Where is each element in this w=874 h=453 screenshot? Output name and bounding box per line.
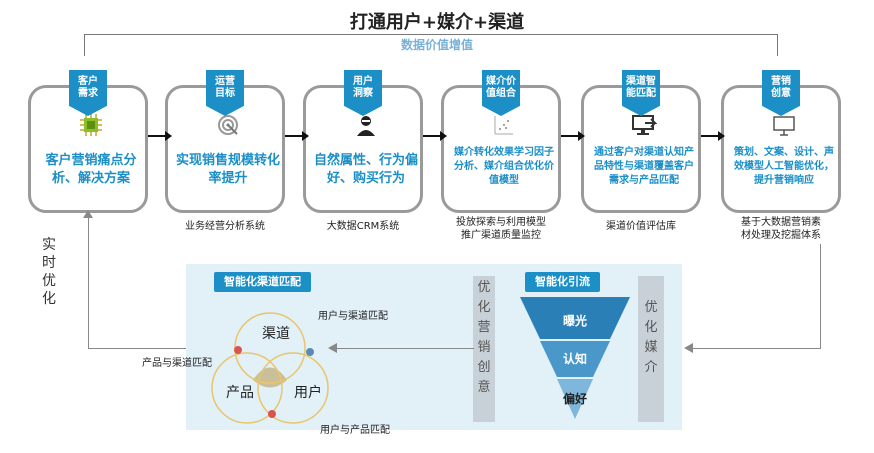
- top-bracket-line: [84, 34, 778, 56]
- target-icon: [168, 114, 288, 141]
- channel-match-badge: 智能化渠道匹配: [214, 272, 311, 292]
- venn-left-label: 产品: [226, 385, 254, 401]
- diagram-title: 打通用户+媒介+渠道: [349, 12, 525, 33]
- flow-arrow: [285, 131, 309, 141]
- flow-tag-label: 客户 需求: [78, 76, 98, 99]
- card-caption: 业务经营分析系统: [185, 221, 265, 232]
- flow-tag: 渠道智 能匹配: [622, 70, 660, 116]
- traffic-badge: 智能化引流: [525, 272, 600, 292]
- arrow-left-icon: [684, 343, 693, 353]
- flow-arrow: [423, 131, 447, 141]
- user-product-note: 用户与产品匹配: [320, 425, 390, 436]
- flow-tag-label: 运营 目标: [215, 76, 235, 99]
- creative-optimize-label: 优化营销创意: [477, 280, 491, 395]
- flow-tag: 客户 需求: [69, 70, 107, 116]
- funnel-level-1: 曝光: [562, 314, 587, 328]
- person-icon: [306, 114, 426, 141]
- flow-arrow: [701, 131, 725, 141]
- funnel-level-2: 认知: [562, 352, 587, 366]
- card-caption: 大数据CRM系统: [326, 221, 400, 232]
- flow-tag: 媒介价 值组合: [482, 70, 520, 116]
- diagram-subtitle: 数据价值增值: [400, 38, 473, 52]
- feedback-line-right: [820, 244, 821, 349]
- flow-arrow: [148, 131, 172, 141]
- feedback-line-right-h: [692, 348, 821, 349]
- funnel-level-3: 偏好: [562, 392, 587, 406]
- product-channel-note: 产品与渠道匹配: [142, 358, 212, 369]
- flow-tag-label: 媒介价 值组合: [486, 76, 516, 99]
- venn-right-label: 用户: [294, 385, 322, 401]
- card-caption: 投放探索与利用模型 推广渠道质量监控: [456, 217, 546, 241]
- creative-strip: [473, 276, 495, 422]
- media-strip: [638, 276, 664, 422]
- venn-diagram: [211, 312, 329, 424]
- flow-card-text: 实现销售规模转化率提升: [175, 153, 280, 186]
- media-optimize-label: 优化媒介: [644, 300, 658, 375]
- flow-card-5: 通过客户对渠道认知产品特性与渠道覆盖客户需求与产品匹配: [581, 85, 701, 213]
- user-channel-note: 用户与渠道匹配: [318, 311, 388, 322]
- flow-card-text: 通过客户对渠道认知产品特性与渠道覆盖客户需求与产品匹配: [594, 147, 694, 186]
- flow-tag-label: 用户 洞察: [353, 76, 373, 99]
- card-caption: 渠道价值评估库: [606, 221, 676, 232]
- card-caption: 基于大数据营销素 材处理及挖掘体系: [741, 217, 821, 241]
- flow-tag: 用户 洞察: [344, 70, 382, 116]
- flow-arrow: [561, 131, 585, 141]
- flow-card-text: 自然属性、行为偏好、购买行为: [313, 153, 418, 186]
- flow-tag-label: 渠道智 能匹配: [626, 76, 656, 99]
- flow-tag: 营销 创意: [762, 70, 800, 116]
- arrow-up-icon: [83, 210, 93, 218]
- realtime-label: 实时优化: [42, 237, 56, 307]
- flow-card-text: 客户营销痛点分析、解决方案: [45, 153, 137, 186]
- venn-top-label: 渠道: [262, 326, 290, 342]
- chip-icon: [31, 114, 151, 141]
- flow-card-text: 策划、文案、设计、声效模型人工智能优化，提升营销响应: [734, 147, 834, 186]
- flow-tag: 运营 目标: [206, 70, 244, 116]
- arrow-left-icon: [328, 343, 337, 353]
- flow-card-text: 媒介转化效果学习因子分析、媒介组合优化价值模型: [454, 147, 554, 186]
- feedback-line-left: [88, 213, 89, 349]
- mid-arrow-line: [336, 348, 474, 349]
- flow-tag-label: 营销 创意: [771, 76, 791, 99]
- monitor-icon: [584, 114, 704, 141]
- feedback-line-left-h: [88, 348, 186, 349]
- funnel-diagram: [520, 297, 630, 419]
- scatter-icon: [444, 114, 564, 141]
- ad-icon: [724, 114, 844, 141]
